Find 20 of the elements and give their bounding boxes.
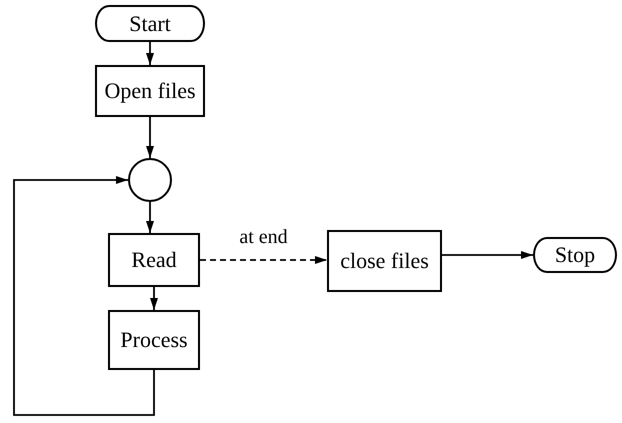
node-label: Start <box>129 10 171 36</box>
connector-circle <box>128 158 172 202</box>
arrow <box>146 42 154 65</box>
node-label: close files <box>340 248 429 274</box>
arrow <box>150 287 158 310</box>
process-box <box>108 233 200 287</box>
process-box <box>95 65 205 117</box>
node-label: Open files <box>104 78 196 104</box>
node-label: Stop <box>554 242 596 268</box>
arrow <box>146 117 154 158</box>
process-box <box>327 230 442 292</box>
arrow <box>13 176 155 416</box>
node-label: Read <box>131 247 177 273</box>
arrow <box>442 251 533 259</box>
node-label: Process <box>120 327 188 353</box>
arrow <box>200 256 327 264</box>
arrow <box>146 202 154 233</box>
process-box <box>108 310 200 370</box>
terminal-box <box>95 5 205 42</box>
terminal-box <box>533 237 617 273</box>
